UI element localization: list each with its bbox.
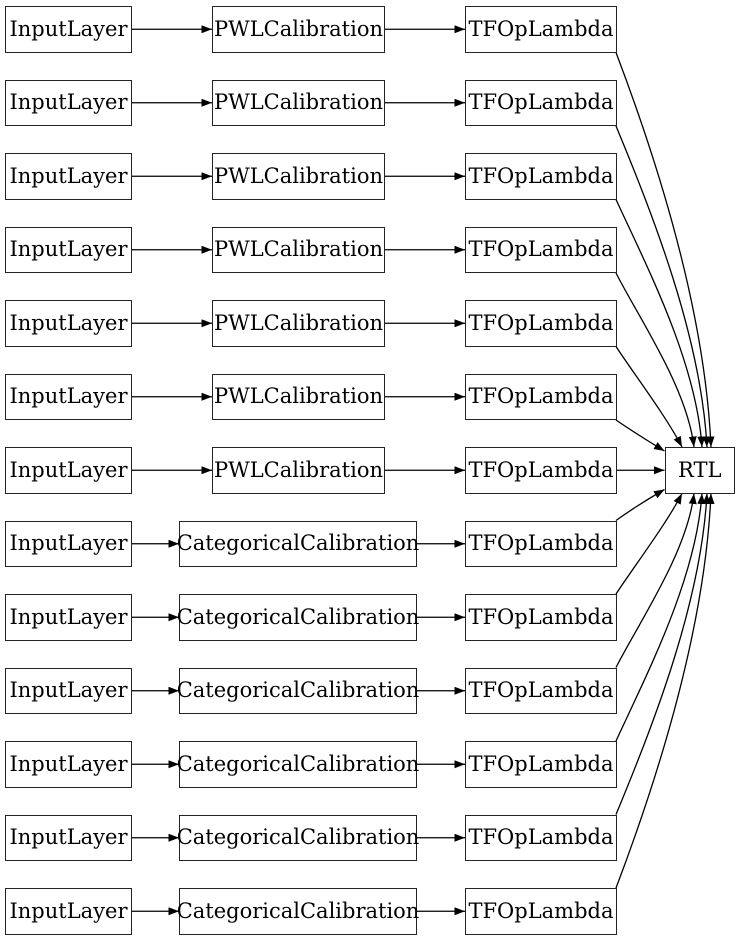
node-tfop-lambda-5: TFOpLambda bbox=[465, 373, 617, 420]
node-categorical-calibration-7: CategoricalCalibration bbox=[177, 520, 419, 567]
node-tfop-lambda-9: TFOpLambda bbox=[465, 667, 617, 714]
node-pwl-calibration-3: PWLCalibration bbox=[212, 226, 385, 273]
node-input-layer-12: InputLayer bbox=[5, 888, 132, 935]
node-input-layer-5: InputLayer bbox=[5, 373, 132, 420]
node-categorical-calibration-12: CategoricalCalibration bbox=[177, 888, 419, 935]
node-tfop-lambda-8: TFOpLambda bbox=[465, 594, 617, 641]
node-input-layer-3: InputLayer bbox=[5, 226, 132, 273]
node-pwl-calibration-2: PWLCalibration bbox=[212, 153, 385, 200]
edge-lambda-to-rtl-5 bbox=[615, 419, 665, 452]
edge-lambda-to-rtl-7 bbox=[615, 488, 665, 522]
node-input-layer-7: InputLayer bbox=[5, 520, 132, 567]
edge-lambda-to-rtl-12 bbox=[615, 493, 715, 889]
node-input-layer-9: InputLayer bbox=[5, 667, 132, 714]
node-input-layer-1: InputLayer bbox=[5, 79, 132, 126]
node-tfop-lambda-2: TFOpLambda bbox=[465, 153, 617, 200]
node-input-layer-2: InputLayer bbox=[5, 153, 132, 200]
edge-lambda-to-rtl-1 bbox=[615, 125, 711, 448]
edge-lambda-to-rtl-10 bbox=[615, 493, 706, 742]
node-tfop-lambda-11: TFOpLambda bbox=[465, 814, 617, 861]
node-tfop-lambda-1: TFOpLambda bbox=[465, 79, 617, 126]
edge-lambda-to-rtl-9 bbox=[615, 493, 697, 668]
node-tfop-lambda-6: TFOpLambda bbox=[465, 447, 617, 494]
edge-lambda-to-rtl-11 bbox=[615, 493, 711, 815]
node-categorical-calibration-11: CategoricalCalibration bbox=[177, 814, 419, 861]
node-pwl-calibration-4: PWLCalibration bbox=[212, 300, 385, 347]
node-tfop-lambda-10: TFOpLambda bbox=[465, 741, 617, 788]
node-tfop-lambda-3: TFOpLambda bbox=[465, 226, 617, 273]
node-pwl-calibration-0: PWLCalibration bbox=[212, 6, 385, 53]
node-input-layer-0: InputLayer bbox=[5, 6, 132, 53]
node-tfop-lambda-12: TFOpLambda bbox=[465, 888, 617, 935]
edge-lambda-to-rtl-0 bbox=[615, 52, 715, 448]
node-tfop-lambda-4: TFOpLambda bbox=[465, 300, 617, 347]
node-pwl-calibration-5: PWLCalibration bbox=[212, 373, 385, 420]
node-pwl-calibration-1: PWLCalibration bbox=[212, 79, 385, 126]
node-input-layer-6: InputLayer bbox=[5, 447, 132, 494]
node-input-layer-8: InputLayer bbox=[5, 594, 132, 641]
node-tfop-lambda-7: TFOpLambda bbox=[465, 520, 617, 567]
node-rtl: RTL bbox=[664, 447, 735, 494]
node-input-layer-11: InputLayer bbox=[5, 814, 132, 861]
node-categorical-calibration-10: CategoricalCalibration bbox=[177, 741, 419, 788]
node-categorical-calibration-9: CategoricalCalibration bbox=[177, 667, 419, 714]
node-tfop-lambda-0: TFOpLambda bbox=[465, 6, 617, 53]
edge-lambda-to-rtl-3 bbox=[615, 272, 697, 448]
node-input-layer-10: InputLayer bbox=[5, 741, 132, 788]
node-input-layer-4: InputLayer bbox=[5, 300, 132, 347]
edge-lambda-to-rtl-4 bbox=[615, 346, 683, 448]
node-categorical-calibration-8: CategoricalCalibration bbox=[177, 594, 419, 641]
edge-lambda-to-rtl-2 bbox=[615, 199, 706, 448]
node-pwl-calibration-6: PWLCalibration bbox=[212, 447, 385, 494]
edge-lambda-to-rtl-8 bbox=[615, 493, 683, 595]
